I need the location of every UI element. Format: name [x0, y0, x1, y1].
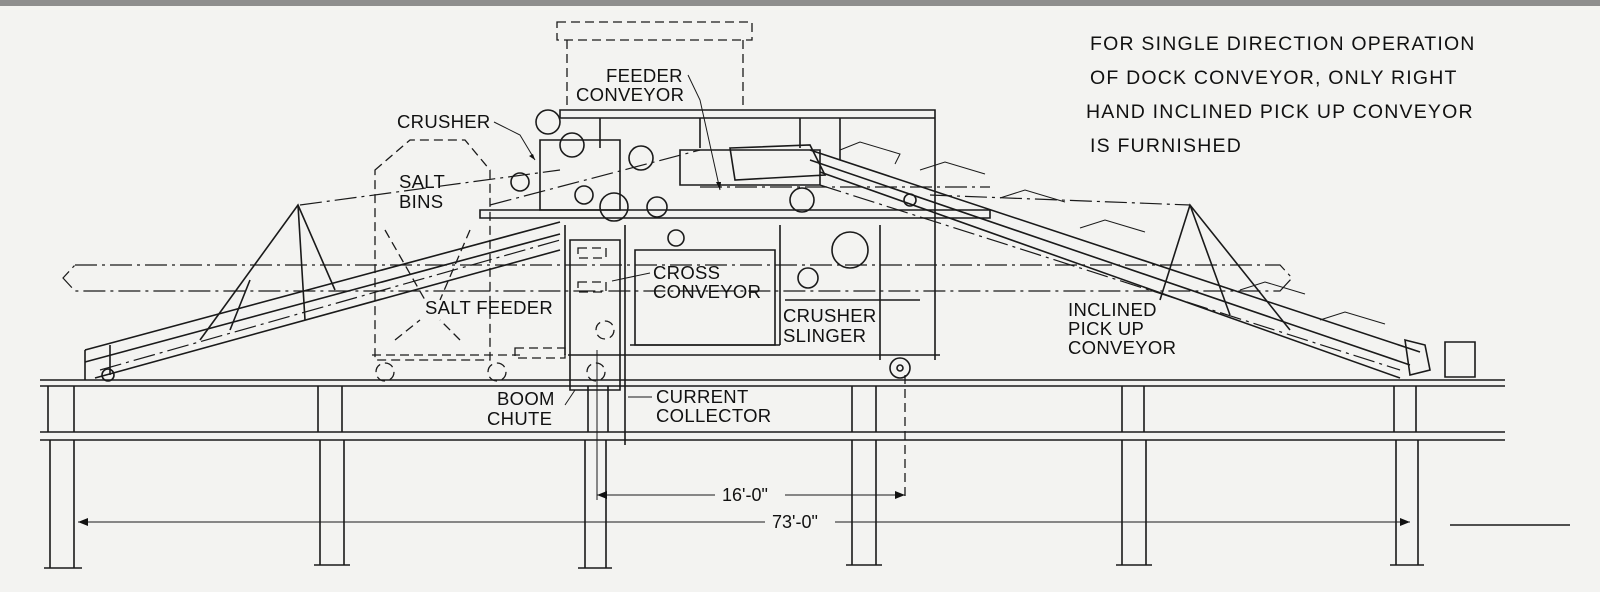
label-inclined-3: CONVEYOR [1068, 337, 1176, 358]
note-line-2: OF DOCK CONVEYOR, ONLY RIGHT [1090, 67, 1458, 89]
label-current-collector-1: CURRENT [656, 386, 749, 407]
label-boom-chute-1: BOOM [497, 388, 555, 409]
central-machinery [479, 21, 991, 445]
left-inclined-conveyor [84, 169, 561, 382]
label-crusher-slinger-1: CRUSHER [783, 305, 877, 326]
label-crusher: CRUSHER [397, 111, 491, 132]
label-cross-conveyor-2: CONVEYOR [653, 281, 761, 302]
label-crusher-slinger-2: SLINGER [783, 325, 866, 346]
label-salt-bins-2: BINS [399, 191, 443, 212]
salt-bins-structure [372, 139, 566, 382]
note-line-1: FOR SINGLE DIRECTION OPERATION [1090, 33, 1476, 55]
note-line-4: IS FURNISHED [1090, 135, 1242, 157]
top-border [0, 0, 1600, 6]
label-salt-bins-1: SALT [399, 171, 445, 192]
label-feeder-conveyor-2: CONVEYOR [576, 84, 684, 105]
dimension-73ft: 73'-0" [772, 512, 818, 532]
label-current-collector-2: COLLECTOR [656, 405, 771, 426]
label-cross-conveyor-1: CROSS [653, 262, 720, 283]
label-feeder-conveyor-1: FEEDER [606, 65, 683, 86]
dimension-16ft: 16'-0" [722, 485, 768, 505]
label-inclined-2: PICK UP [1068, 318, 1144, 339]
dock-structure [40, 379, 1570, 569]
note-line-3: HAND INCLINED PICK UP CONVEYOR [1086, 101, 1474, 123]
label-inclined-1: INCLINED [1068, 299, 1157, 320]
right-inclined-conveyor [809, 141, 1476, 379]
leader-lines [493, 74, 721, 406]
travel-outline [62, 264, 1293, 292]
label-boom-chute-2: CHUTE [487, 408, 552, 429]
label-salt-feeder: SALT FEEDER [425, 297, 553, 318]
